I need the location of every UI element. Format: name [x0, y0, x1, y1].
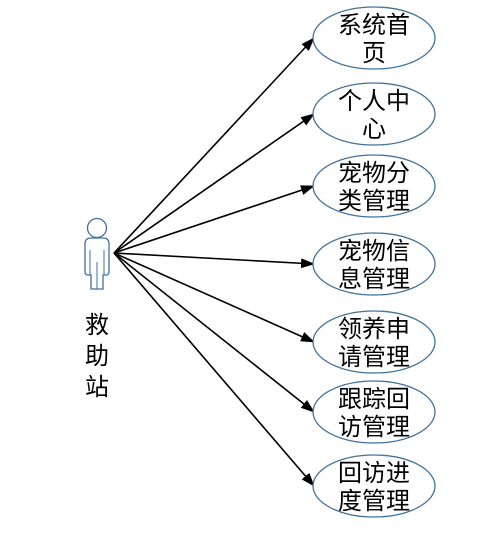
- use-case-label-line: 回访进: [338, 459, 410, 487]
- use-case-ellipse: [312, 82, 436, 146]
- use-case-label-line: 心: [362, 115, 386, 143]
- use-case-label-line: 请管理: [338, 343, 410, 371]
- use-case-label-line: 跟踪回: [338, 385, 410, 413]
- actor-label-line-2: 助: [85, 342, 109, 370]
- use-case-label-line: 类管理: [338, 187, 410, 215]
- use-case-label-line: 系统首: [338, 11, 410, 39]
- use-case-ellipse: [312, 454, 436, 518]
- arrow-to-adoption-application-management: [113, 252, 315, 343]
- use-case-ellipse: [312, 232, 436, 296]
- use-case-label-line: 宠物分: [338, 159, 410, 187]
- use-case-label-line: 息管理: [338, 265, 410, 293]
- actor-label-line-1: 救: [85, 311, 109, 339]
- arrow-to-personal-center: [113, 113, 315, 254]
- actor-label-line-3: 站: [85, 373, 109, 401]
- use-case-ellipse: [312, 6, 436, 70]
- arrow-to-follow-up-visit-management: [113, 252, 315, 413]
- use-case-label-line: 访管理: [338, 413, 410, 441]
- arrow-to-system-home: [113, 37, 315, 254]
- use-case-label-line: 领养申: [338, 315, 410, 343]
- actor-figure: [84, 217, 110, 290]
- use-case-label-line: 页: [362, 39, 386, 67]
- use-case-ellipse: [312, 310, 436, 374]
- actor-head: [86, 217, 108, 239]
- association-arrows: [113, 37, 315, 487]
- use-case-label-line: 宠物信: [338, 237, 410, 265]
- arrow-to-visit-progress-management: [113, 252, 315, 487]
- use-case-ellipse: [312, 380, 436, 444]
- arrow-to-pet-info-management: [113, 252, 315, 269]
- arrow-to-pet-category-management: [113, 185, 315, 254]
- use-case-label-line: 个人中: [338, 87, 410, 115]
- use-case-label-line: 度管理: [338, 487, 410, 515]
- use-case-ellipse: [312, 154, 436, 218]
